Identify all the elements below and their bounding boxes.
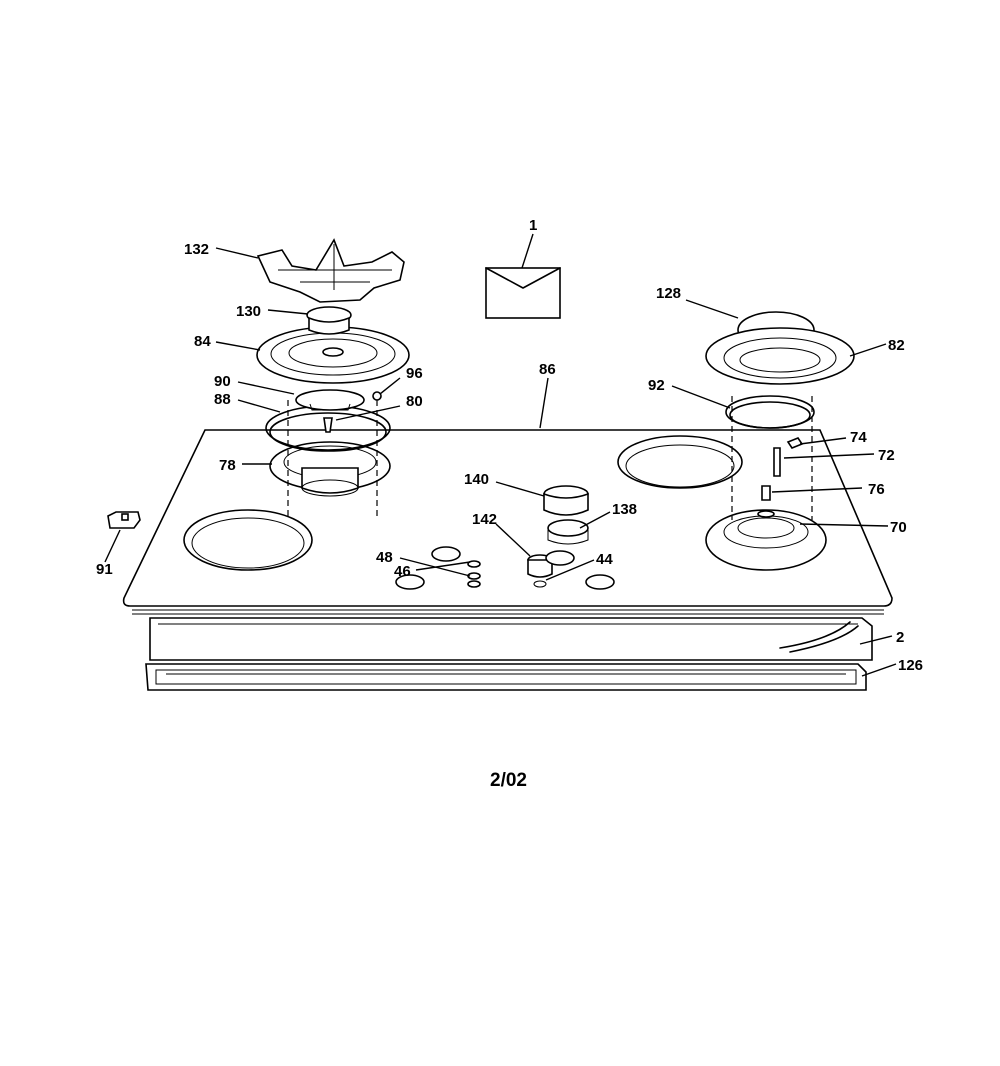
part-label-1: 1 <box>529 217 537 234</box>
part-label-80: 80 <box>406 393 423 410</box>
part-label-140: 140 <box>464 471 489 488</box>
knob-142 <box>527 554 553 588</box>
screw-96 <box>372 391 382 401</box>
part-label-132: 132 <box>184 241 209 258</box>
burner-box-frame <box>149 617 873 661</box>
part-label-70: 70 <box>890 519 907 536</box>
part-label-44: 44 <box>596 551 613 568</box>
lower-trim-frame <box>145 663 867 691</box>
part-label-78: 78 <box>219 457 236 474</box>
washer-stack <box>467 560 481 588</box>
part-label-90: 90 <box>214 373 231 390</box>
part-label-2: 2 <box>896 629 904 646</box>
grate-left <box>256 238 405 303</box>
bowl-right <box>705 327 855 385</box>
part-label-48: 48 <box>376 549 393 566</box>
part-label-138: 138 <box>612 501 637 518</box>
part-label-92: 92 <box>648 377 665 394</box>
part-label-86: 86 <box>539 361 556 378</box>
part-label-126: 126 <box>898 657 923 674</box>
diagram-date-code: 2/02 <box>490 770 527 791</box>
valve-hole-1 <box>395 574 425 590</box>
part-label-82: 82 <box>888 337 905 354</box>
burner-head-left <box>295 389 365 411</box>
burner-base-right <box>705 509 827 571</box>
part-label-130: 130 <box>236 303 261 320</box>
orifice-left <box>323 417 333 433</box>
part-label-76: 76 <box>868 481 885 498</box>
part-label-46: 46 <box>394 563 411 580</box>
burner-opening-right-rear <box>617 435 743 489</box>
part-label-142: 142 <box>472 511 497 528</box>
screw-left-dashes <box>287 400 378 520</box>
part-label-84: 84 <box>194 333 211 350</box>
part-label-88: 88 <box>214 391 231 408</box>
burner-opening-left-front <box>183 509 313 571</box>
clip-91 <box>107 511 141 529</box>
right-dashes <box>731 396 813 520</box>
part-label-128: 128 <box>656 285 681 302</box>
bowl-left <box>256 326 410 384</box>
part-label-74: 74 <box>850 429 867 446</box>
part-label-91: 91 <box>96 561 113 578</box>
part-label-96: 96 <box>406 365 423 382</box>
knob-140 <box>543 485 589 516</box>
burner-base-left <box>269 441 391 497</box>
leader-lines <box>104 233 897 677</box>
bezel-138 <box>547 519 589 545</box>
valve-hole-2 <box>431 546 461 562</box>
part-label-72: 72 <box>878 447 895 464</box>
literature-envelope <box>485 267 561 319</box>
valve-hole-3 <box>545 550 575 566</box>
valve-hole-4 <box>585 574 615 590</box>
grommet-ring-right <box>725 395 815 429</box>
burner-cap-left <box>306 306 352 335</box>
